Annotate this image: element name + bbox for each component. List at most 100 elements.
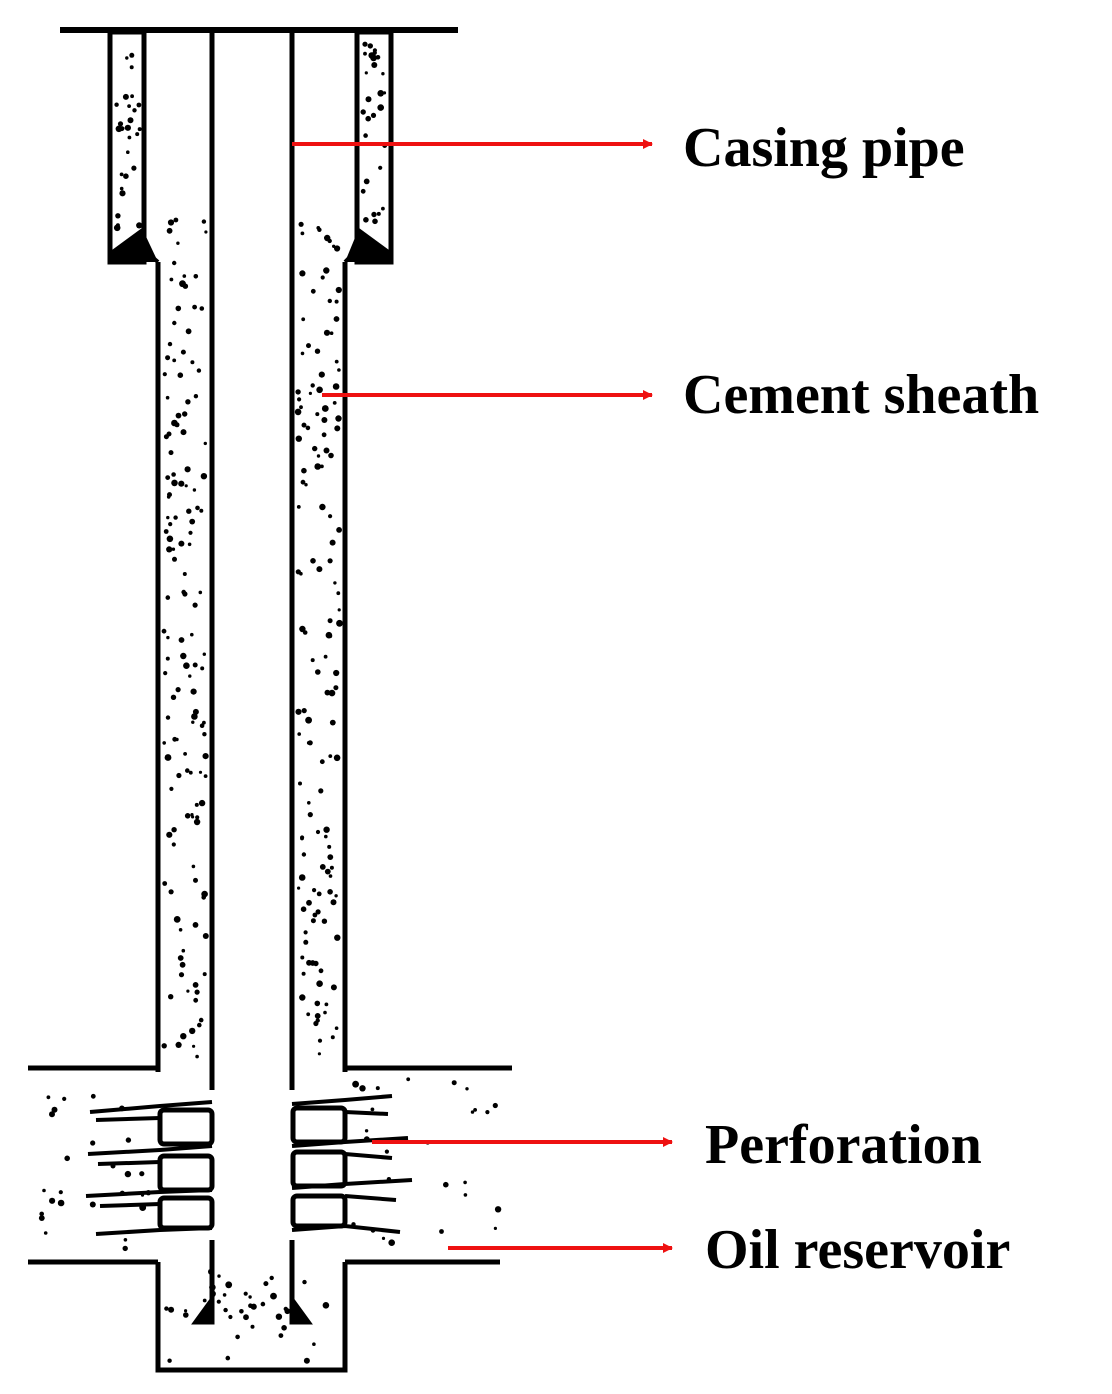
cement-speckle bbox=[301, 422, 307, 428]
cement-speckle bbox=[315, 829, 321, 835]
cement-speckle bbox=[178, 972, 185, 978]
cement-speckle bbox=[201, 219, 207, 224]
cement-speckle bbox=[295, 569, 301, 575]
cement-speckle bbox=[314, 348, 321, 354]
cement-speckle bbox=[198, 1017, 204, 1023]
cement-speckle bbox=[178, 480, 185, 487]
cement-speckle bbox=[470, 1110, 475, 1114]
cement-speckle bbox=[168, 450, 174, 456]
cement-speckle bbox=[299, 994, 306, 1001]
cement-speckle bbox=[202, 933, 209, 939]
cement-speckle bbox=[202, 1298, 207, 1303]
cement-speckle bbox=[312, 888, 317, 893]
cement-speckle bbox=[139, 1171, 145, 1177]
cement-speckle bbox=[195, 1054, 199, 1059]
cement-speckle bbox=[363, 133, 368, 138]
cement-speckle bbox=[188, 770, 193, 775]
cement-speckle bbox=[324, 234, 331, 242]
cement-speckle bbox=[375, 1086, 380, 1091]
cement-speckle bbox=[316, 891, 322, 897]
cement-speckle bbox=[333, 754, 341, 762]
cement-speckle bbox=[171, 419, 178, 427]
cement-speckle bbox=[171, 547, 176, 551]
cement-speckle bbox=[465, 1087, 469, 1091]
cement-speckle bbox=[337, 608, 341, 612]
cement-speckle bbox=[194, 989, 200, 995]
cement-sheath-label: Cement sheath bbox=[683, 364, 1040, 426]
cement-speckle bbox=[165, 715, 171, 720]
cement-speckle bbox=[136, 222, 143, 229]
cement-speckle bbox=[64, 1155, 70, 1162]
cement-speckle bbox=[323, 1010, 327, 1015]
cement-speckle bbox=[171, 472, 176, 477]
cement-speckle bbox=[57, 1199, 65, 1207]
cement-speckle bbox=[43, 1231, 48, 1235]
cement-speckle bbox=[202, 732, 207, 737]
cement-speckle bbox=[337, 368, 341, 372]
cement-speckle bbox=[328, 689, 336, 697]
cement-speckle bbox=[321, 432, 327, 438]
cement-speckle bbox=[327, 844, 332, 849]
cement-speckle bbox=[165, 355, 171, 361]
cement-speckle bbox=[310, 918, 316, 924]
cement-speckle bbox=[185, 328, 192, 335]
cement-speckle bbox=[199, 508, 204, 513]
cement-speckle bbox=[329, 865, 334, 870]
cement-speckle bbox=[166, 831, 173, 838]
cement-speckle bbox=[127, 117, 134, 124]
cement-speckle bbox=[209, 1290, 216, 1298]
cement-speckle bbox=[115, 125, 123, 133]
cement-speckle bbox=[165, 395, 170, 400]
cement-speckle bbox=[312, 912, 318, 918]
cement-speckle bbox=[372, 218, 378, 225]
cement-speckle bbox=[190, 360, 195, 365]
cement-speckle bbox=[243, 1291, 248, 1296]
cement-speckle bbox=[451, 1080, 457, 1086]
cement-speckle bbox=[177, 372, 184, 379]
cement-speckle bbox=[248, 1295, 252, 1299]
cement-speckle bbox=[115, 213, 121, 219]
cement-speckle bbox=[323, 826, 330, 833]
cement-speckle bbox=[195, 505, 200, 511]
cement-speckle bbox=[183, 662, 190, 669]
cement-speckle bbox=[181, 589, 186, 595]
cement-speckle bbox=[297, 732, 302, 736]
cement-speckle bbox=[195, 815, 200, 820]
cement-speckle bbox=[275, 1313, 283, 1320]
cement-speckle bbox=[388, 1239, 396, 1246]
cement-speckle bbox=[386, 1177, 392, 1182]
cement-speckle bbox=[177, 955, 184, 961]
cement-speckle bbox=[188, 674, 192, 678]
cement-speckle bbox=[46, 1095, 51, 1100]
cement-speckle bbox=[318, 788, 324, 794]
cement-speckle bbox=[328, 874, 333, 878]
cement-speckle bbox=[360, 188, 366, 194]
cement-speckle bbox=[137, 127, 142, 132]
cement-speckle bbox=[180, 429, 187, 436]
cement-speckle bbox=[182, 572, 187, 576]
cement-speckle bbox=[172, 358, 177, 363]
cement-speckle bbox=[270, 1292, 277, 1300]
perforation-tunnels-right bbox=[291, 1094, 413, 1234]
cement-speckle bbox=[162, 881, 168, 886]
cement-speckle bbox=[62, 1096, 67, 1101]
cement-speckle bbox=[172, 260, 177, 266]
cement-speckle bbox=[316, 980, 323, 987]
cement-speckle bbox=[119, 1190, 125, 1196]
cement-speckle bbox=[243, 1314, 249, 1321]
wellbore-bottom bbox=[155, 1262, 348, 1373]
cement-speckle bbox=[300, 906, 307, 912]
perforation-blocks-left bbox=[157, 1107, 215, 1231]
cement-speckle bbox=[192, 304, 198, 310]
cement-speckle bbox=[295, 435, 302, 442]
cement-speckle bbox=[332, 383, 340, 390]
cement-speckle bbox=[193, 877, 198, 883]
cement-speckle bbox=[194, 802, 199, 807]
cement-speckle bbox=[145, 1190, 152, 1196]
cement-speckle bbox=[165, 595, 171, 600]
cement-speckles bbox=[38, 41, 502, 1364]
cement-speckle bbox=[382, 91, 387, 95]
cement-speckle bbox=[127, 135, 132, 140]
cement-speckle bbox=[312, 445, 318, 452]
cement-speckle bbox=[90, 1140, 96, 1146]
